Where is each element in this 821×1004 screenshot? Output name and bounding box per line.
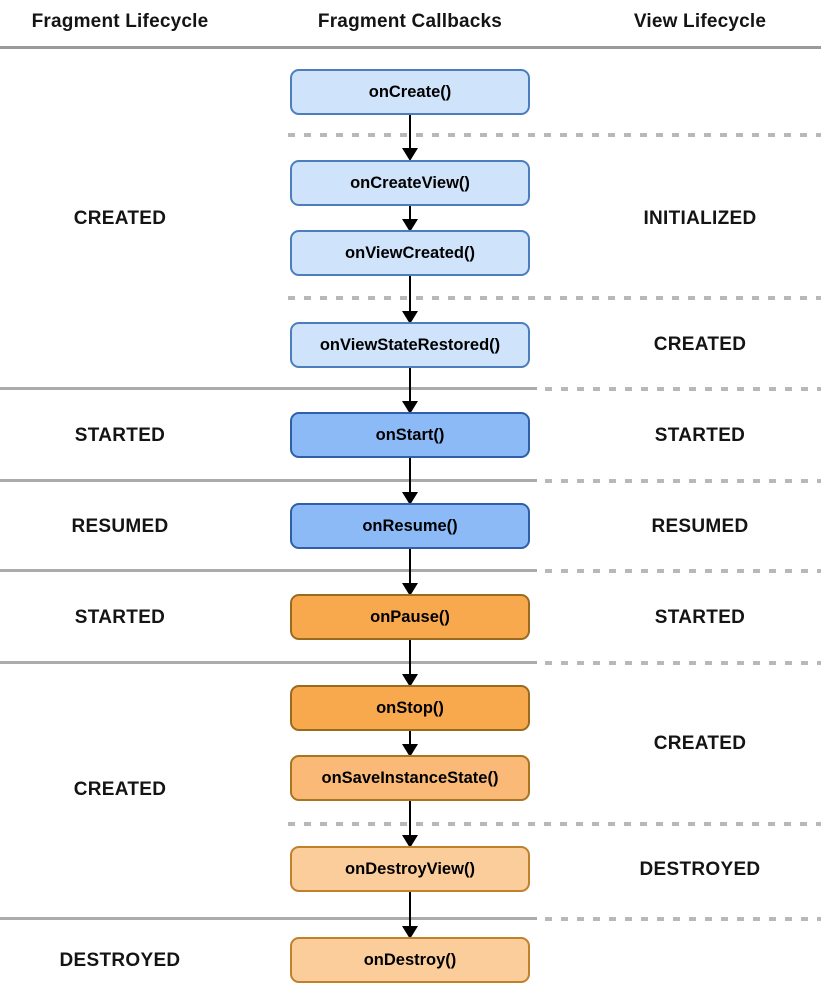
view-state-created-top: CREATED <box>653 334 747 355</box>
fragment-state-destroyed: DESTROYED <box>59 950 181 971</box>
section-divider-dashed-4 <box>545 661 821 665</box>
callback-box-onviewcreated: onViewCreated() <box>290 230 530 276</box>
fragment-state-created-top: CREATED <box>73 208 167 229</box>
view-divider-dashed-2 <box>288 296 821 300</box>
callback-box-onviewstaterestored: onViewStateRestored() <box>290 322 530 368</box>
section-divider-solid-4 <box>0 661 537 664</box>
view-divider-dashed-1 <box>288 133 821 137</box>
view-divider-dashed-3 <box>288 822 821 826</box>
section-divider-solid-5 <box>0 917 537 920</box>
callback-box-oncreateview: onCreateView() <box>290 160 530 206</box>
section-divider-solid-3 <box>0 569 537 572</box>
header-divider-line <box>0 46 821 49</box>
flow-arrow-down-icon <box>401 365 419 414</box>
fragment-state-created-bottom: CREATED <box>73 779 167 800</box>
view-state-started-up: STARTED <box>654 425 746 446</box>
flow-arrow-down-icon <box>401 799 419 848</box>
flow-arrow-down-icon <box>401 638 419 687</box>
callback-box-onpause: onPause() <box>290 594 530 640</box>
flow-arrow-down-icon <box>401 547 419 596</box>
fragment-state-started-down: STARTED <box>74 607 166 628</box>
section-divider-solid-2 <box>0 479 537 482</box>
header-view-lifecycle: View Lifecycle <box>633 11 767 32</box>
section-divider-dashed-2 <box>545 479 821 483</box>
callback-box-ondestroy: onDestroy() <box>290 937 530 983</box>
view-state-created-bottom: CREATED <box>653 733 747 754</box>
flow-arrow-down-icon <box>401 273 419 324</box>
flow-arrow-down-icon <box>401 729 419 757</box>
callback-box-oncreate: onCreate() <box>290 69 530 115</box>
view-state-resumed: RESUMED <box>651 516 749 537</box>
section-divider-dashed-5 <box>545 917 821 921</box>
view-state-initialized: INITIALIZED <box>643 208 757 229</box>
view-state-started-down: STARTED <box>654 607 746 628</box>
flow-arrow-down-icon <box>401 113 419 161</box>
callback-box-onstart: onStart() <box>290 412 530 458</box>
callback-box-onsaveinstancestate: onSaveInstanceState() <box>290 755 530 801</box>
view-state-destroyed: DESTROYED <box>639 859 761 880</box>
flow-arrow-down-icon <box>401 456 419 505</box>
flow-arrow-down-icon <box>401 890 419 939</box>
callback-box-onresume: onResume() <box>290 503 530 549</box>
section-divider-solid-1 <box>0 387 537 390</box>
section-divider-dashed-3 <box>545 569 821 573</box>
callback-box-ondestroyview: onDestroyView() <box>290 846 530 892</box>
header-fragment-callbacks: Fragment Callbacks <box>317 11 503 32</box>
fragment-state-resumed: RESUMED <box>71 516 169 537</box>
header-fragment-lifecycle: Fragment Lifecycle <box>31 11 209 32</box>
section-divider-dashed-1 <box>545 387 821 391</box>
fragment-state-started-up: STARTED <box>74 425 166 446</box>
callback-box-onstop: onStop() <box>290 685 530 731</box>
flow-arrow-down-icon <box>401 203 419 232</box>
